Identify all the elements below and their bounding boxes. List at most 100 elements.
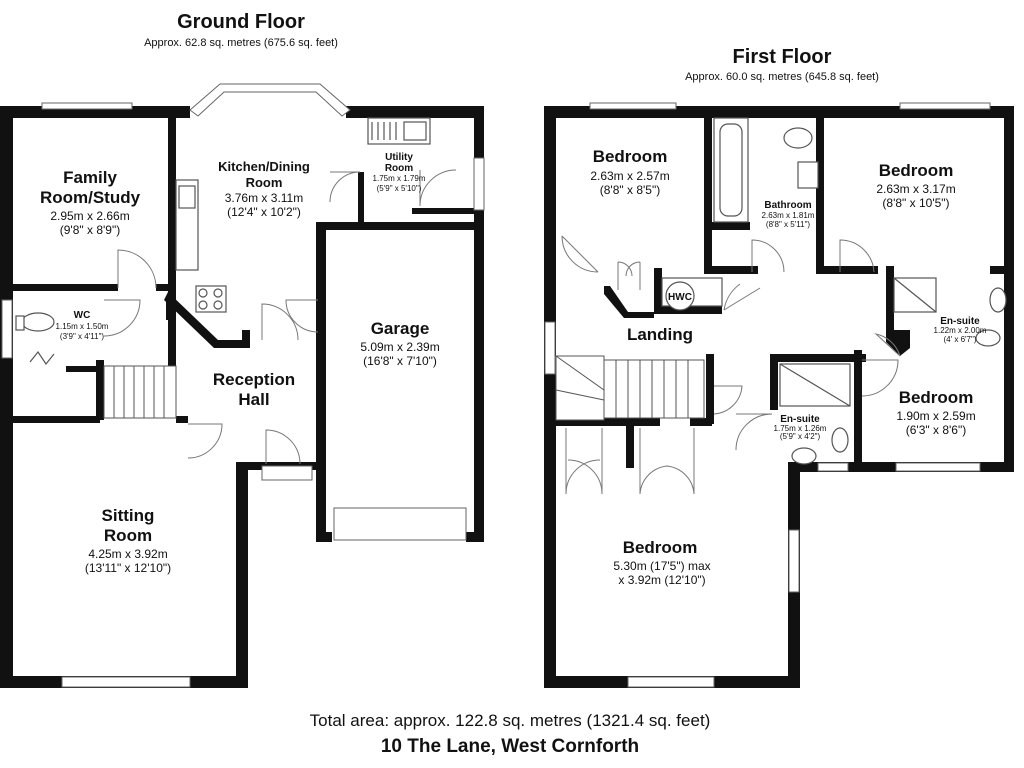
first-floor-stairs bbox=[555, 355, 705, 421]
wc-name: WC bbox=[74, 310, 91, 321]
bathroom-door bbox=[751, 239, 785, 273]
bathroom-toilet-icon bbox=[783, 127, 813, 149]
ensuite-b-dims-m: 1.22m x 2.00m bbox=[934, 326, 987, 335]
ensuite-b-basin-icon bbox=[975, 329, 1001, 347]
ensuite-b-name: En-suite bbox=[940, 316, 980, 327]
utility-side-window bbox=[473, 157, 485, 211]
ensuite-m-toilet-icon bbox=[831, 427, 849, 453]
first-floor-area: Approx. 60.0 sq. metres (645.8 sq. feet) bbox=[685, 71, 879, 83]
bedroom-c-dims-m: 1.90m x 2.59m bbox=[896, 409, 975, 423]
bathroom-dims-m: 2.63m x 1.81m bbox=[762, 211, 815, 220]
first-floor-plan bbox=[544, 102, 1014, 688]
wc-dims-m: 1.15m x 1.50m bbox=[56, 322, 109, 331]
family-room-window bbox=[41, 102, 133, 110]
ground-floor-stairs bbox=[103, 365, 177, 419]
ensuite-m-dims-ft: (5'9" x 4'2") bbox=[780, 432, 821, 441]
ensuite-m-door bbox=[735, 413, 773, 451]
reception-name-1: Reception bbox=[213, 370, 295, 389]
sitting-name-2: Room bbox=[104, 526, 152, 545]
bedroom-b-window bbox=[899, 102, 991, 110]
garage-door bbox=[333, 507, 467, 541]
wc-dims-ft: (3'9" x 4'11") bbox=[60, 332, 104, 341]
bedroom-b-dims-m: 2.63m x 3.17m bbox=[876, 182, 955, 196]
ensuite-m-dims-m: 1.75m x 1.26m bbox=[774, 424, 827, 433]
master-bedroom-window bbox=[627, 676, 715, 688]
bedroom-c-window bbox=[895, 462, 981, 472]
sitting-dims-m: 4.25m x 3.92m bbox=[88, 547, 167, 561]
master-bedroom-dims-2: x 3.92m (12'10") bbox=[618, 573, 705, 587]
family-room-name-2: Room/Study bbox=[40, 188, 141, 207]
kitchen-worktop bbox=[175, 179, 199, 271]
ensuite-b-door bbox=[874, 333, 901, 357]
kitchen-door bbox=[261, 303, 299, 341]
utility-name-2: Room bbox=[385, 163, 413, 174]
ensuite-b-toilet-icon bbox=[989, 287, 1007, 313]
bedroom-b-dims-ft: (8'8" x 10'5") bbox=[882, 196, 949, 210]
front-door bbox=[261, 465, 313, 481]
garage-dims-ft: (16'8" x 7'10") bbox=[363, 354, 437, 368]
ensuite-b-dims-ft: (4' x 6'7") bbox=[943, 335, 976, 344]
reception-name-2: Hall bbox=[238, 390, 269, 409]
sitting-room-door bbox=[187, 423, 223, 459]
garage-name: Garage bbox=[371, 319, 430, 338]
property-address: 10 The Lane, West Cornforth bbox=[381, 736, 639, 757]
landing-window bbox=[544, 321, 556, 375]
master-bedroom-name: Bedroom bbox=[623, 538, 698, 557]
kitchen-bay-window bbox=[189, 83, 351, 117]
first-floor-title: First Floor bbox=[733, 46, 832, 68]
utility-dims-ft: (5'9" x 5'10") bbox=[377, 184, 422, 193]
bedroom-a-name: Bedroom bbox=[593, 147, 668, 166]
kitchen-name-1: Kitchen/Dining bbox=[218, 159, 310, 174]
bedroom-c-dims-ft: (6'3" x 8'6") bbox=[906, 423, 966, 437]
family-room-door bbox=[117, 249, 157, 289]
utility-name-1: Utility bbox=[385, 152, 413, 163]
sitting-dims-ft: (13'11" x 12'10") bbox=[85, 561, 171, 575]
bedroom-a-dims-m: 2.63m x 2.57m bbox=[590, 169, 669, 183]
utility-dims-m: 1.75m x 1.79m bbox=[373, 174, 426, 183]
bedroom-b-door bbox=[839, 239, 875, 273]
bedroom-a-dims-ft: (8'8" x 8'5") bbox=[600, 183, 660, 197]
family-room-name-1: Family bbox=[63, 168, 117, 187]
landing-cupboard-door bbox=[617, 261, 641, 290]
bedroom-b-name: Bedroom bbox=[879, 161, 954, 180]
garage-internal-door bbox=[285, 299, 319, 333]
bedroom-a-door bbox=[561, 235, 599, 273]
ensuite-m-window bbox=[817, 462, 849, 472]
wc-door bbox=[103, 299, 141, 337]
ground-floor-area: Approx. 62.8 sq. metres (675.6 sq. feet) bbox=[144, 37, 338, 49]
kitchen-sink-icon bbox=[178, 185, 196, 209]
hwc-door bbox=[723, 283, 761, 311]
bathroom-basin-icon bbox=[797, 161, 819, 189]
family-room-dims-m: 2.95m x 2.66m bbox=[50, 209, 129, 223]
master-bedroom-door bbox=[713, 385, 743, 415]
sitting-room-window bbox=[61, 676, 191, 688]
kitchen-dims-ft: (12'4" x 10'2") bbox=[227, 205, 301, 219]
wc-window bbox=[1, 299, 13, 359]
bedroom-c-name: Bedroom bbox=[899, 388, 974, 407]
utility-door bbox=[329, 171, 361, 203]
kitchen-dims-m: 3.76m x 3.11m bbox=[225, 191, 303, 205]
bedroom-a-window bbox=[589, 102, 677, 110]
utility-sink-icon bbox=[403, 121, 427, 141]
family-room-dims-ft: (9'8" x 8'9") bbox=[60, 223, 120, 237]
toilet-icon bbox=[21, 312, 55, 332]
bathroom-name: Bathroom bbox=[764, 200, 811, 211]
bathroom-dims-ft: (8'8" x 5'11") bbox=[766, 220, 810, 229]
master-bedroom-dims-1: 5.30m (17'5") max bbox=[613, 559, 710, 573]
hwc-cylinder-icon bbox=[665, 281, 695, 311]
bedroom-c-door bbox=[861, 359, 899, 397]
hwc-label: HWC bbox=[668, 292, 692, 303]
landing-name: Landing bbox=[627, 325, 693, 344]
ensuite-m-name: En-suite bbox=[780, 414, 820, 425]
utility-back-door bbox=[419, 169, 457, 207]
bath-icon bbox=[713, 117, 749, 223]
sitting-name-1: Sitting bbox=[102, 506, 155, 525]
ground-floor-plan bbox=[0, 83, 485, 688]
garage-dims-m: 5.09m x 2.39m bbox=[360, 340, 439, 354]
hall-front-door-swing bbox=[265, 429, 301, 465]
wardrobe-right bbox=[639, 428, 695, 495]
master-bedroom-side-window bbox=[788, 529, 800, 593]
total-area: Total area: approx. 122.8 sq. metres (13… bbox=[310, 711, 711, 730]
wardrobe-left bbox=[565, 428, 603, 495]
